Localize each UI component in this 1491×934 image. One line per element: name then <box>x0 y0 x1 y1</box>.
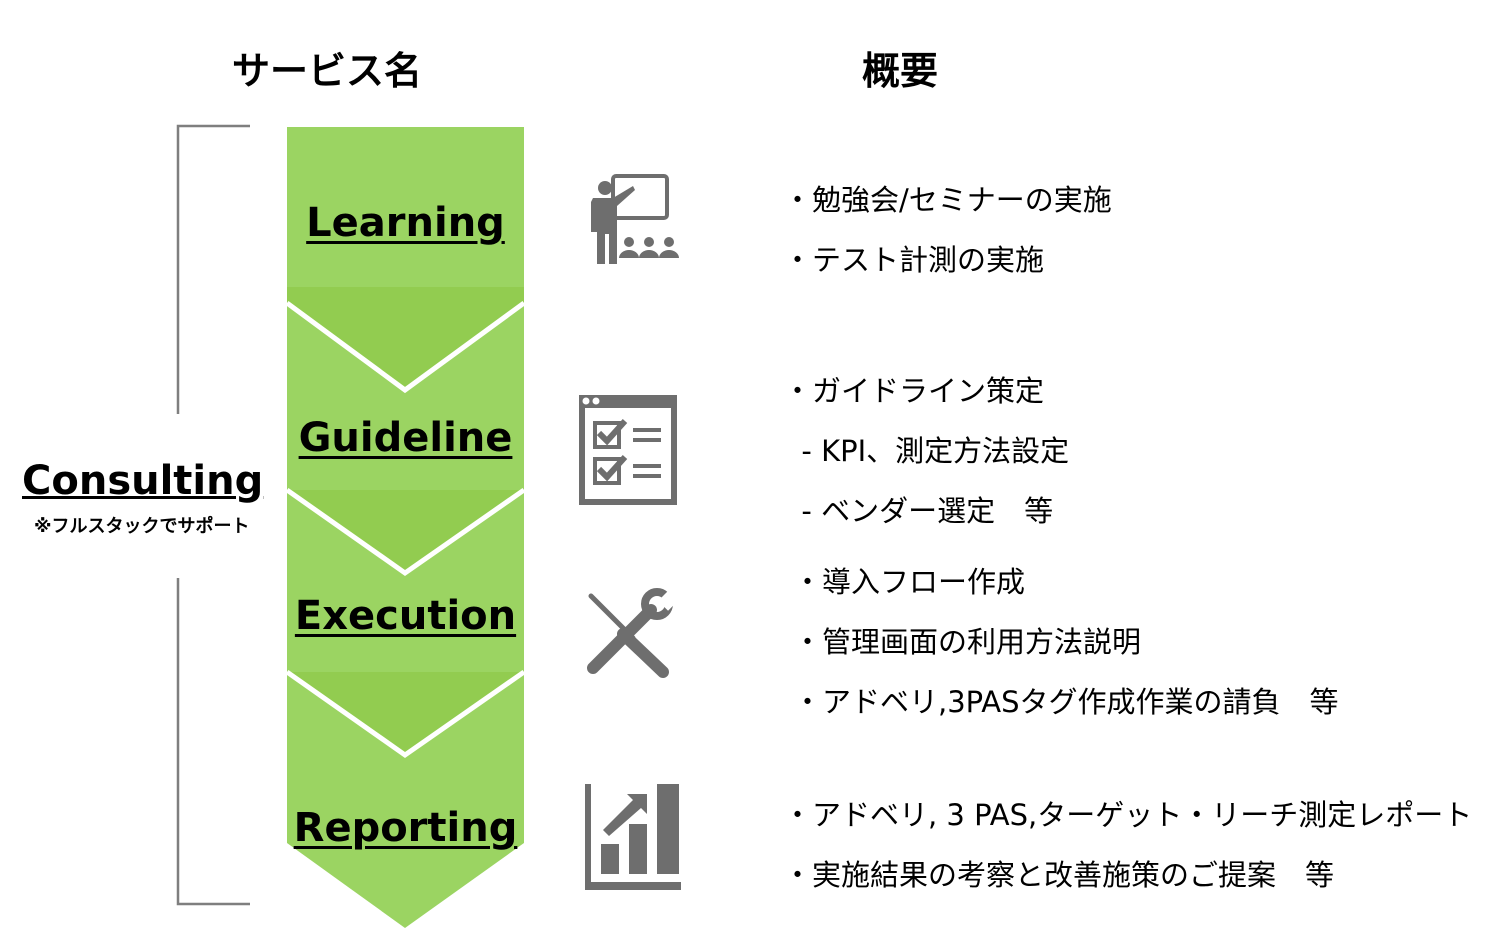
chevron-shade-3 <box>287 672 524 755</box>
tools-icon <box>587 588 675 678</box>
description-item: - ベンダー選定 等 <box>783 494 1054 528</box>
execution-description: ・導入フロー作成・管理画面の利用方法説明・アドベリ,3PASタグ作成作業の請負 … <box>793 552 1339 732</box>
stage-execution: Execution <box>294 593 517 639</box>
reporting-description: ・アドベリ, 3 PAS,ターゲット・リーチ測定レポート・実施結果の考察と改善施… <box>783 785 1472 905</box>
chevron-shade-1 <box>287 287 524 390</box>
chevron-divider-2 <box>285 487 526 577</box>
service-name-header: サービス名 <box>232 49 423 93</box>
description-item: ・アドベリ,3PASタグ作成作業の請負 等 <box>793 685 1339 719</box>
consulting-label: Consulting <box>22 458 264 504</box>
chevron-divider-3 <box>285 669 526 759</box>
checklist-icon <box>579 395 677 505</box>
description-item: ・勉強会/セミナーの実施 <box>783 183 1112 217</box>
consulting-note: ※フルスタックでサポート <box>34 516 250 537</box>
description-item: - KPI、測定方法設定 <box>783 434 1070 468</box>
description-item: ・アドベリ, 3 PAS,ターゲット・リーチ測定レポート <box>783 798 1473 832</box>
description-item: ・ガイドライン策定 <box>783 374 1045 408</box>
overview-header: 概要 <box>862 49 939 93</box>
description-item: ・テスト計測の実施 <box>783 243 1045 277</box>
description-item: ・実施結果の考察と改善施策のご提案 等 <box>783 858 1335 892</box>
stage-reporting: Reporting <box>293 805 518 851</box>
consulting-bracket <box>176 124 250 906</box>
teacher-icon <box>591 174 679 264</box>
stage-learning: Learning <box>306 200 505 246</box>
chevron-divider-1 <box>285 300 526 394</box>
stage-guideline: Guideline <box>298 415 513 461</box>
description-item: ・導入フロー作成 <box>793 565 1026 599</box>
description-item: ・管理画面の利用方法説明 <box>793 625 1142 659</box>
learning-description: ・勉強会/セミナーの実施・テスト計測の実施 <box>783 170 1112 290</box>
guideline-description: ・ガイドライン策定 - KPI、測定方法設定 - ベンダー選定 等 <box>783 361 1069 541</box>
bar-chart-icon <box>585 784 681 890</box>
chevron-shade-2 <box>287 490 524 573</box>
